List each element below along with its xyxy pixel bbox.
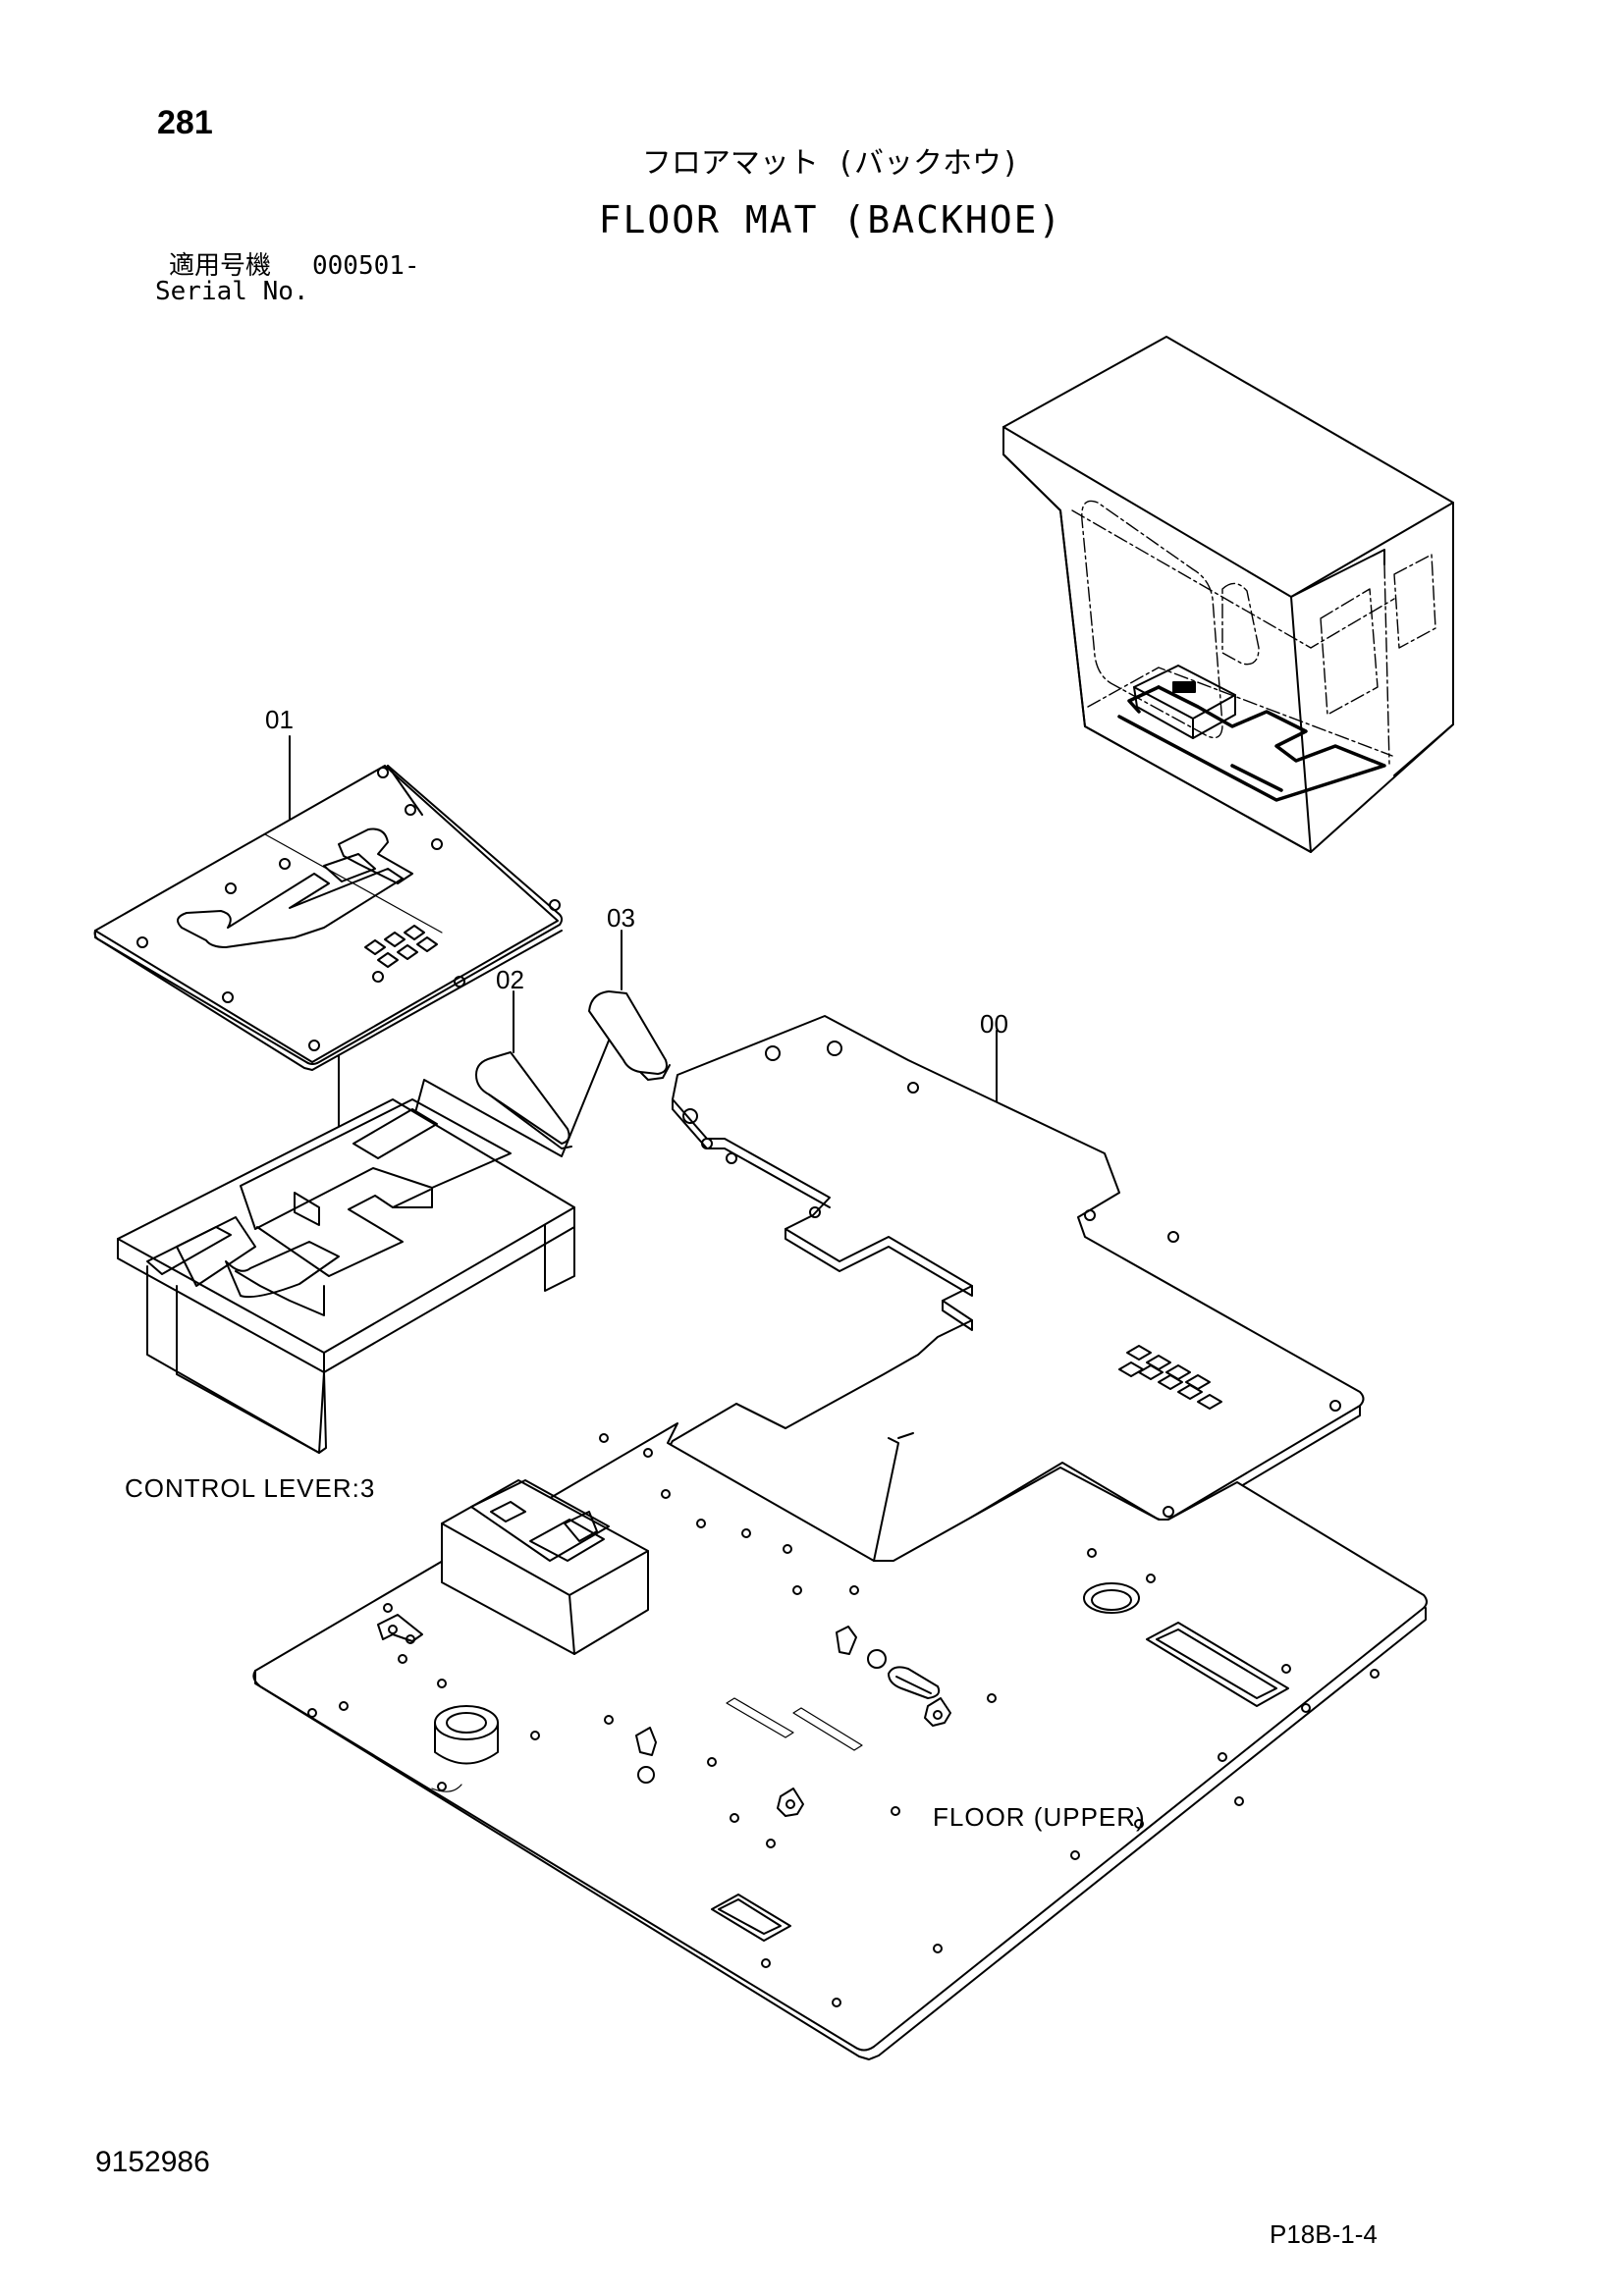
page-code: P18B-1-4 [1270, 2219, 1378, 2249]
control-lever-label: CONTROL LEVER:3 [125, 1473, 376, 1503]
floor-upper-label: FLOOR (UPPER) [933, 1802, 1146, 1832]
serial-number-value: 000501- [312, 251, 420, 281]
document-number: 9152986 [95, 2146, 210, 2178]
callout-part-01: 01 [265, 705, 294, 734]
title-japanese: フロアマット (バックホウ) [641, 146, 1020, 181]
callout-part-03: 03 [607, 903, 635, 933]
control-lever-stand [117, 1054, 575, 1454]
cab-overview [1002, 336, 1454, 853]
callout-part-02: 02 [496, 965, 524, 994]
callout-part-00: 00 [980, 1009, 1008, 1039]
title-english: FLOOR MAT (BACKHOE) [598, 198, 1063, 241]
serial-label-english: Serial No. [155, 277, 309, 306]
pedal-pads [389, 930, 671, 1208]
page-number: 281 [157, 104, 213, 141]
floor-upper-plate [252, 1422, 1428, 2060]
serial-label-japanese: 適用号機 [169, 251, 272, 281]
mat-01 [93, 735, 564, 1071]
